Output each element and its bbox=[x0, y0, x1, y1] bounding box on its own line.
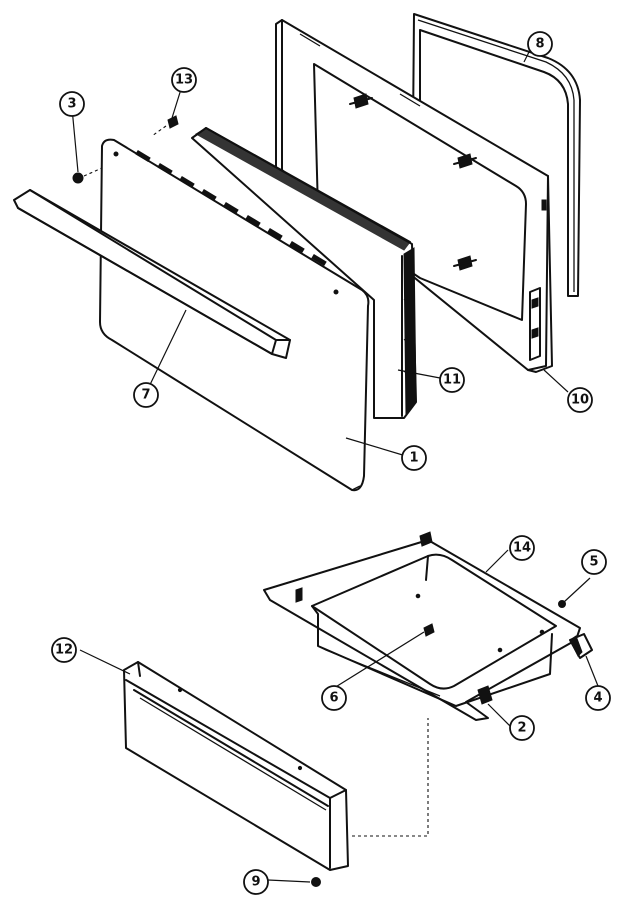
callout-1: 1 bbox=[401, 445, 427, 471]
callout-8-label: 8 bbox=[535, 37, 544, 52]
callout-11-label: 11 bbox=[443, 373, 461, 388]
callout-6: 6 bbox=[321, 685, 347, 711]
screw-part-13 bbox=[151, 115, 179, 137]
door-gasket-part bbox=[411, 13, 581, 297]
callout-13: 13 bbox=[171, 67, 197, 93]
leader-lines bbox=[71, 45, 599, 883]
callout-10-label: 10 bbox=[571, 393, 589, 408]
callout-3-label: 3 bbox=[67, 97, 76, 112]
callout-11: 11 bbox=[439, 367, 465, 393]
screw-part-6 bbox=[423, 623, 435, 637]
callout-7-label: 7 bbox=[141, 388, 150, 403]
callout-9-label: 9 bbox=[251, 875, 260, 890]
drawer-body-part bbox=[263, 531, 581, 721]
assembly-line bbox=[352, 718, 429, 837]
callout-6-label: 6 bbox=[329, 691, 338, 706]
callout-7: 7 bbox=[133, 382, 159, 408]
roller-part bbox=[477, 685, 493, 705]
glide-part bbox=[569, 633, 593, 659]
callout-10: 10 bbox=[567, 387, 593, 413]
drawer-front-part bbox=[123, 661, 349, 871]
callout-5-label: 5 bbox=[589, 555, 598, 570]
callout-12: 12 bbox=[51, 637, 77, 663]
callout-8: 8 bbox=[527, 31, 553, 57]
callout-4: 4 bbox=[585, 685, 611, 711]
callout-2-label: 2 bbox=[517, 721, 526, 736]
callout-12-label: 12 bbox=[55, 643, 73, 658]
callout-1-label: 1 bbox=[409, 451, 418, 466]
callout-14: 14 bbox=[509, 535, 535, 561]
callout-13-label: 13 bbox=[175, 73, 193, 88]
callout-9: 9 bbox=[243, 869, 269, 895]
callout-2: 2 bbox=[509, 715, 535, 741]
door-handle-part bbox=[13, 189, 291, 359]
callout-5: 5 bbox=[581, 549, 607, 575]
screw-part-9 bbox=[311, 877, 321, 887]
callout-3: 3 bbox=[59, 91, 85, 117]
screw-part-5 bbox=[558, 600, 566, 608]
inner-door-frame-part bbox=[275, 19, 553, 373]
screw-part-3 bbox=[72, 167, 103, 184]
callout-14-label: 14 bbox=[513, 541, 531, 556]
callout-4-label: 4 bbox=[593, 691, 602, 706]
